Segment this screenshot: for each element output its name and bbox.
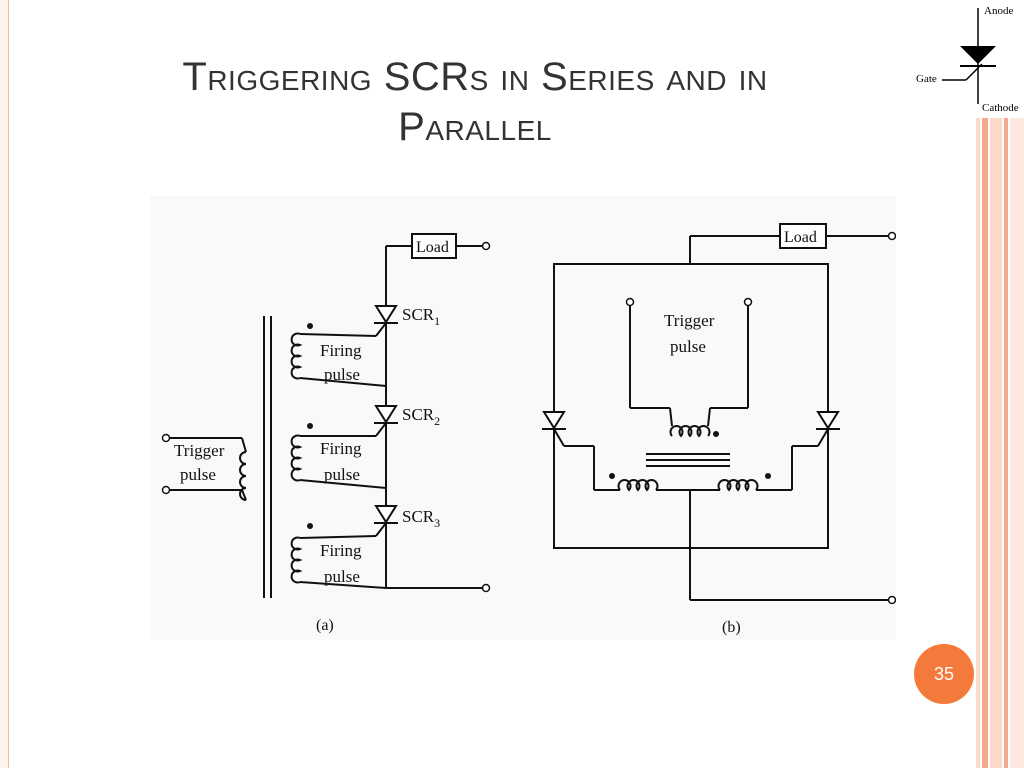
gate-label: Gate (916, 73, 937, 85)
firing-label-3: Firing (320, 541, 362, 560)
page-number-badge: 35 (914, 644, 974, 704)
slide-left-border (0, 0, 9, 768)
slide-title: Triggering SCRs in Series and in Paralle… (182, 55, 768, 149)
load-label-a: Load (416, 239, 449, 256)
pulse-label-1: pulse (324, 365, 360, 384)
firing-label-2: Firing (320, 439, 362, 458)
decorative-stripes (976, 118, 1024, 768)
scr-label-2: SCR2 (402, 405, 440, 428)
anode-label: Anode (984, 5, 1013, 17)
pulse-label-2: pulse (324, 465, 360, 484)
scr-label-1: SCR1 (402, 305, 440, 328)
trigger-label-a-1: Trigger (174, 441, 225, 460)
caption-b: (b) (722, 619, 741, 636)
scr-symbol-icon: Anode Gate Cathode (908, 0, 1024, 118)
cathode-label: Cathode (982, 102, 1019, 114)
load-label-b: Load (784, 229, 817, 246)
circuit-diagram: Load Trigger pulse SCR1 Firing pulse SCR… (150, 196, 896, 640)
trigger-label-a-2: pulse (180, 465, 216, 484)
caption-a: (a) (316, 617, 334, 634)
trigger-label-b-1: Trigger (664, 311, 715, 330)
firing-label-1: Firing (320, 341, 362, 360)
scr-label-3: SCR3 (402, 507, 440, 530)
pulse-label-3: pulse (324, 567, 360, 586)
trigger-label-b-2: pulse (670, 337, 706, 356)
